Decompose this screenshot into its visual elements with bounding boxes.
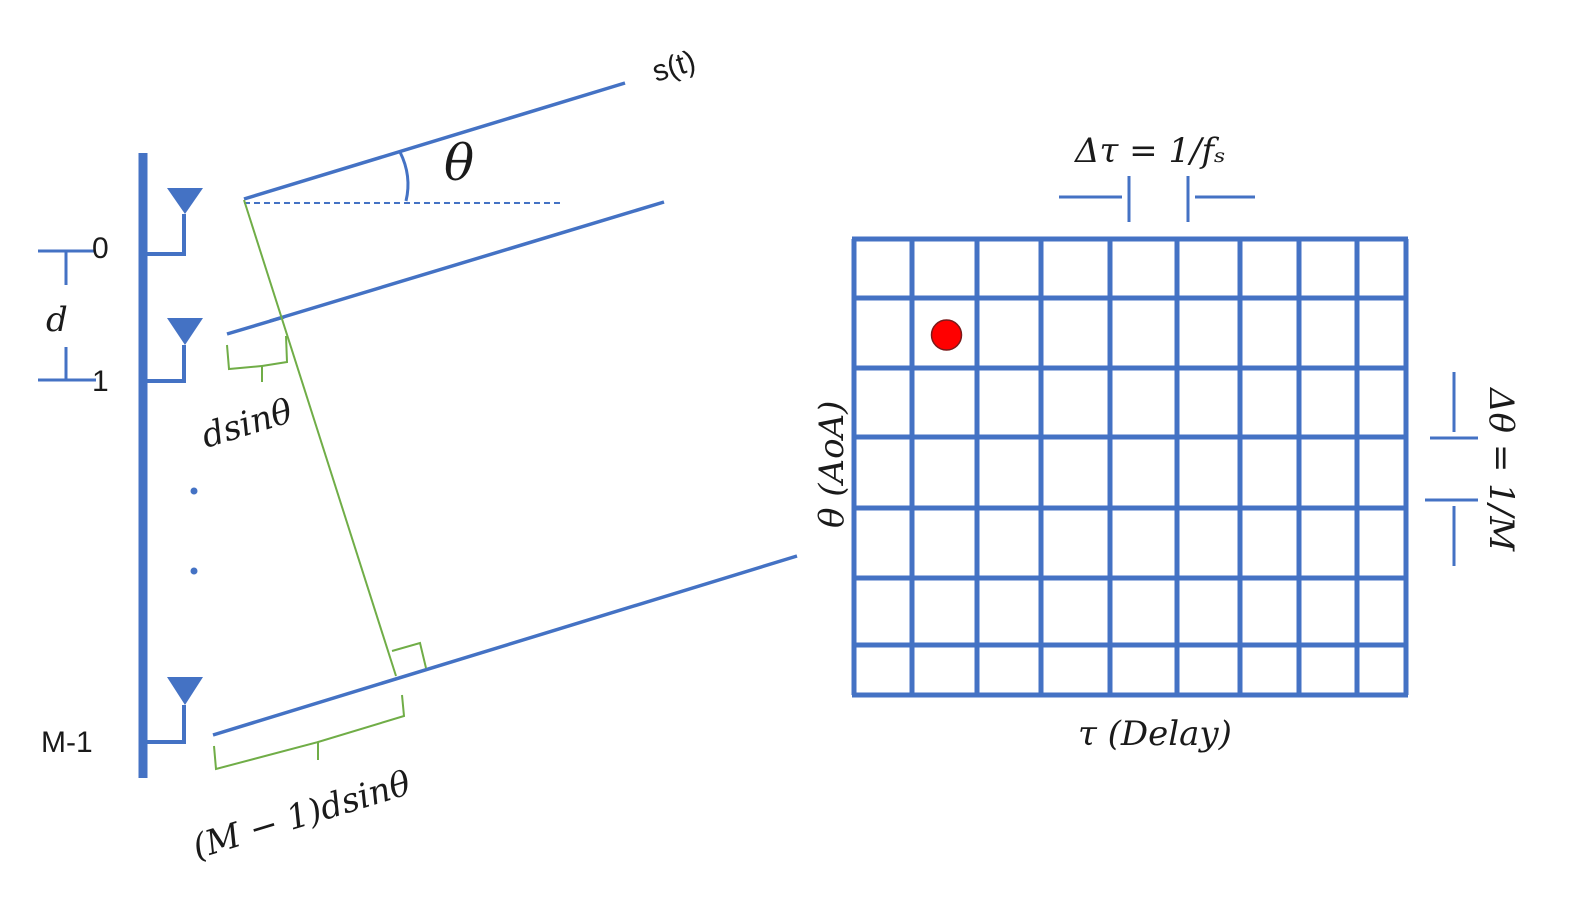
spacing-bracket [38,249,96,382]
delay-resolution-label: Δτ = 1/fₛ [1073,131,1226,171]
path-difference-construction [213,199,427,771]
wavefront-rays [212,81,798,737]
delay-resolution-marker [1059,176,1255,222]
path-diff-1-label: dsinθ [197,391,297,456]
antenna-m-minus-1 [143,677,203,744]
right-angle-marker [391,641,427,669]
ray-0 [243,81,626,201]
ray-1 [226,315,285,336]
antenna-icon [167,677,203,705]
aoa-resolution-label: Δθ = 1/M [1481,386,1521,552]
path-diff-m-label: (M − 1)dsinθ [188,763,415,867]
angle-label: θ [444,134,474,192]
antenna-icon [167,188,203,214]
antenna-label-m-minus-1: M-1 [41,726,93,759]
target-dot [930,319,963,351]
ray-1-upper [269,200,665,323]
angle-arc [398,151,410,202]
antenna-label-0: 0 [92,232,109,265]
antenna-0 [143,188,203,256]
ellipsis-dot [190,567,198,575]
ray-m-minus-1 [212,554,798,737]
antenna-label-1: 1 [92,365,109,398]
antenna-1 [143,318,203,383]
ellipsis-dot [190,487,198,495]
aoa-resolution-marker [1425,372,1478,566]
y-axis-label: θ (AoA) [812,401,852,528]
spacing-label: d [46,300,68,340]
aoa-delay-grid [851,236,1409,698]
perpendicular-line [243,199,397,677]
antenna-array [38,153,203,778]
x-axis-label: τ (Delay) [1078,714,1232,754]
antenna-icon [167,318,203,345]
signal-label: s(t) [648,44,699,88]
bracket-m-dsin [213,694,406,771]
bracket-dsin [226,335,289,382]
